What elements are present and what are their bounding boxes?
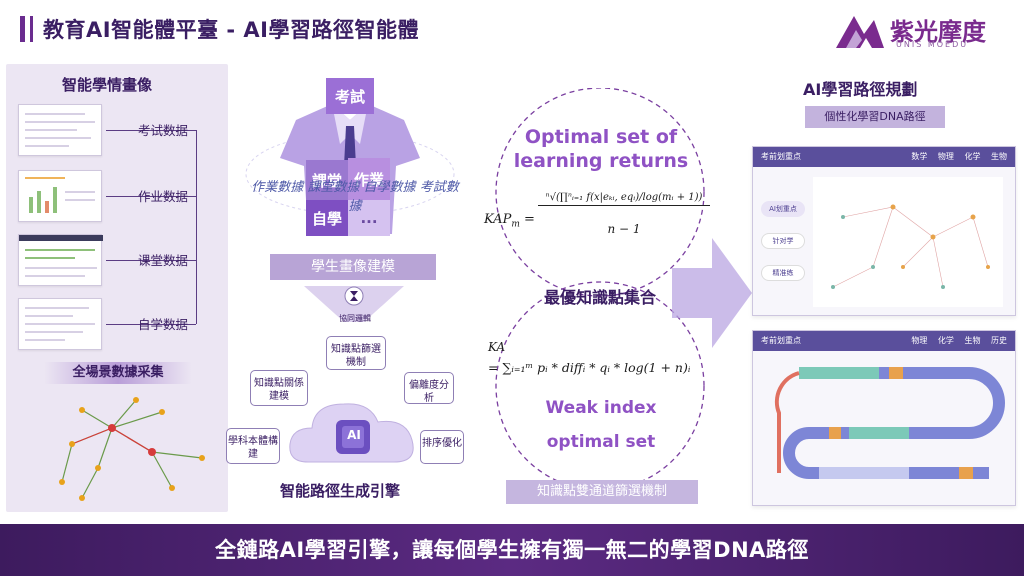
homework-data-thumbnail (18, 170, 102, 222)
brand-name-en: UNIS MOEDU (896, 40, 969, 49)
knowledge-map-graph (813, 177, 1003, 307)
dna-path-track (774, 367, 1005, 479)
page-title: 教育AI智能體平臺 - AI學習路徑智能體 (43, 18, 419, 42)
tab-history[interactable]: 历史 (991, 336, 1007, 345)
dna-path-tag: 個性化學習DNA路徑 (805, 106, 945, 128)
title-accent-bar-thin (30, 16, 33, 42)
knowledge-graph-diagram (59, 397, 205, 501)
connector-vertical (196, 130, 197, 324)
student-modeling-banner: 學生畫像建模 (270, 254, 436, 280)
node-knowledge-relation: 知識點關係建模 (250, 370, 308, 406)
screen-topbar: 考前划重点 数学 物理 化学 生物 (753, 147, 1015, 167)
brand-name: 紫光摩度 (890, 18, 986, 46)
flow-arrow-icon (672, 238, 752, 348)
cube-classroom: 課堂 (306, 160, 348, 200)
hourglass-icon (350, 291, 358, 301)
learning-path-screen: 考前划重点 物理 化学 生物 历史 (752, 330, 1016, 506)
node-sort-optimization: 排序優化 (420, 430, 464, 464)
data-label-self-study: 自学数据 (138, 317, 189, 332)
screen-header: 考前划重点 (761, 152, 801, 161)
connector-line (106, 196, 196, 197)
ai-chip-label: AI (347, 428, 361, 442)
connector-line (106, 260, 196, 261)
exam-data-thumbnail (18, 104, 102, 156)
footer-banner: 全鏈路AI學習引擎，讓每個學生擁有獨一無二的學習DNA路徑 (0, 524, 1024, 576)
right-section-title: AI學習路徑規劃 (803, 80, 918, 99)
ai-highlight-screen: 考前划重点 数学 物理 化学 生物 AI划重点 针对学 精准练 (752, 146, 1016, 316)
dual-channel-filter-strip: 知識點雙通道篩選機制 (506, 480, 698, 504)
optimal-knowledge-set-label: 最優知識點集合 (543, 288, 656, 307)
funnel-arrow (304, 286, 404, 322)
self-study-data-thumbnail (18, 298, 102, 350)
node-subject-ontology: 學科本體構建 (226, 428, 280, 464)
data-label-exam: 考试数据 (138, 123, 189, 138)
subject-tabs: 物理 化学 生物 历史 (903, 331, 1007, 351)
engine-title: 智能路徑生成引擎 (280, 482, 401, 500)
ka-formula-lhs: KA (488, 340, 506, 354)
subject-tabs: 数学 物理 化学 生物 (903, 147, 1007, 167)
tab-physics[interactable]: 物理 (911, 336, 928, 345)
student-profile-panel: 智能學情畫像 考试数据 作业数据 课堂数据 自学数据 全場景數據采集 (6, 64, 228, 512)
brand-logo: 紫光摩度 UNIS MOEDU (834, 10, 994, 54)
data-collection-label: 全場景數據采集 (72, 365, 164, 380)
screen-header: 考前划重点 (761, 336, 801, 345)
footer-slogan: 全鏈路AI學習引擎，讓每個學生擁有獨一無二的學習DNA路徑 (215, 538, 809, 562)
node-deviation-analysis: 偏離度分析 (404, 372, 454, 404)
cube-homework: 作業 (348, 158, 390, 200)
kap-formula-denominator: n − 1 (607, 222, 641, 236)
optimal-set-heading-1: Optimal set of (524, 126, 678, 148)
tab-chemistry[interactable]: 化学 (964, 152, 981, 161)
connector-line (106, 130, 196, 131)
title-accent-bar (20, 16, 25, 42)
menu-ai-highlight[interactable]: AI划重点 (761, 201, 805, 217)
tab-biology[interactable]: 生物 (991, 152, 1007, 161)
tab-math[interactable]: 数学 (911, 152, 928, 161)
weak-index-heading-1: Weak index (545, 398, 657, 418)
classroom-data-thumbnail (18, 234, 103, 286)
optimal-set-heading-2: learning returns (513, 150, 689, 172)
tab-chemistry[interactable]: 化学 (937, 336, 954, 345)
collab-label: 協同邏輯 (339, 314, 371, 323)
page-header: 教育AI智能體平臺 - AI學習路徑智能體 (20, 14, 419, 44)
menu-targeted-study[interactable]: 针对学 (761, 233, 805, 249)
panel-title-profile: 智能學情畫像 (62, 76, 153, 94)
screen-topbar: 考前划重点 物理 化学 生物 历史 (753, 331, 1015, 351)
brand-mark-icon (836, 16, 884, 48)
kap-formula-numerator: ⁿ√(∏ⁿᵢ₌₁ f(x|eₖᵢ, eqᵢ)/log(mᵢ + 1)) (538, 192, 710, 206)
tab-biology[interactable]: 生物 (964, 336, 981, 345)
tab-physics[interactable]: 物理 (937, 152, 954, 161)
ai-cloud-icon (289, 403, 414, 463)
ka-formula-rhs: = ∑ᵢ₌₁ᵐ pᵢ * diffᵢ * qᵢ * log(1 + n)ᵢ (488, 360, 691, 375)
data-collection-banner: 全場景數據采集 (44, 362, 192, 384)
connector-line (106, 324, 196, 325)
cube-self-study: 自學 (306, 200, 348, 236)
data-label-homework: 作业数据 (138, 189, 189, 204)
data-arc-text: 作業數據 課堂數據 自學數據 考試數據 (251, 180, 459, 214)
cube-more: ... (348, 200, 390, 236)
cube-exam: 考試 (326, 78, 374, 114)
menu-precise-practice[interactable]: 精准练 (761, 265, 805, 281)
weak-index-heading-2: optimal set (546, 432, 656, 452)
node-knowledge-filter: 知識點篩選機制 (326, 336, 386, 370)
kap-formula-lhs: KAPm = (484, 212, 535, 230)
data-label-classroom: 课堂数据 (138, 253, 189, 268)
